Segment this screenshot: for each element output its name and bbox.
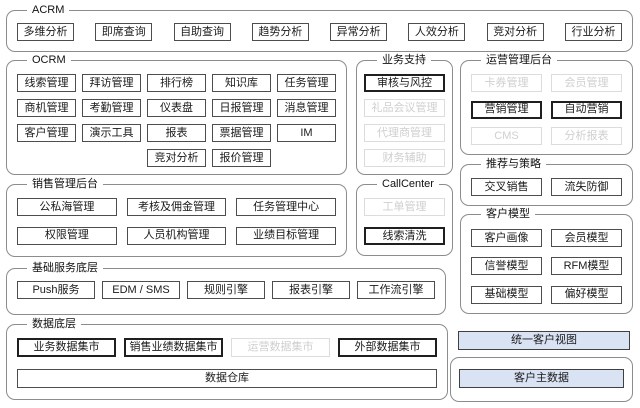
module-box-ocrm-16: 报价管理 — [212, 149, 271, 167]
module-box-data_layer-4: 数据仓库 — [17, 369, 437, 388]
module-box-ocrm-5: 商机管理 — [17, 99, 76, 117]
module-box-base_services-1: EDM / SMS — [102, 281, 180, 299]
module-box-recommend-1: 流失防御 — [551, 178, 622, 196]
module-box-ocrm-14: IM — [277, 124, 336, 142]
module-box-customer_model-2: 信誉模型 — [471, 257, 542, 276]
module-box-ocrm-10: 客户管理 — [17, 124, 76, 142]
group-operations-admin-items: 卡券管理会员管理营销管理自动营销 CMS 分析报表 — [461, 61, 632, 154]
module-box-recommend-0: 交叉销售 — [471, 178, 542, 196]
group-business-support-items: 审核与风控礼品会议管理代理商管理财务辅助 — [357, 61, 452, 174]
group-operations-admin-label: 运营管理后台 — [481, 53, 557, 68]
module-box-ocrm-9: 消息管理 — [277, 99, 336, 117]
module-box-acrm-4: 异常分析 — [330, 23, 388, 41]
module-box-ops_admin-3: 自动营销 — [551, 100, 622, 119]
module-box-ops_admin-5: 分析报表 — [551, 127, 622, 146]
module-box-data_layer-1: 销售业绩数据集市 — [124, 338, 223, 357]
module-box-biz_support-0: 审核与风控 — [364, 74, 445, 92]
module-box-biz_support-3: 财务辅助 — [364, 149, 445, 167]
group-ocrm-items: 线索管理拜访管理排行榜知识库任务管理商机管理考勤管理仪表盘日报管理消息管理客户管… — [7, 61, 346, 174]
module-box-sales_admin-3: 权限管理 — [17, 226, 117, 245]
module-box-ops_admin-0: 卡券管理 — [471, 74, 542, 92]
group-acrm-items: 多维分析 即席查询 自助查询 趋势分析 异常分析 人效分析 竞对分析 行业分析 — [7, 11, 632, 51]
module-box-acrm-6: 竞对分析 — [486, 23, 544, 41]
group-base-services: 基础服务底层 Push服务 EDM / SMS 规则引擎报表引擎工作流引擎 — [6, 261, 446, 315]
module-box-biz_support-2: 代理商管理 — [364, 124, 445, 142]
group-recommendation-strategy: 推荐与策略 交叉销售流失防御 — [460, 157, 633, 206]
group-ocrm-label: OCRM — [27, 53, 71, 68]
group-base-services-label: 基础服务底层 — [27, 261, 103, 276]
module-box-acrm-0: 多维分析 — [17, 23, 74, 41]
module-box-ocrm-15: 竞对分析 — [147, 149, 206, 167]
group-callcenter-label: CallCenter — [377, 177, 439, 192]
group-callcenter-items: 工单管理线索清洗 — [357, 185, 452, 255]
module-box-callcenter-1: 线索清洗 — [364, 227, 445, 245]
group-callcenter: CallCenter 工单管理线索清洗 — [356, 177, 453, 256]
module-box-ops_admin-4: CMS — [471, 127, 542, 146]
module-box-ocrm-1: 拜访管理 — [82, 74, 141, 92]
group-data-layer-label: 数据底层 — [27, 317, 81, 332]
module-box-callcenter-0: 工单管理 — [364, 198, 445, 216]
group-data-layer-items: 业务数据集市销售业绩数据集市运营数据集市外部数据集市数据仓库 — [7, 325, 447, 399]
module-box-data_layer-0: 业务数据集市 — [17, 338, 116, 357]
group-acrm-label: ACRM — [27, 3, 70, 18]
module-box-ocrm-3: 知识库 — [212, 74, 271, 92]
group-sales-admin: 销售管理后台 公私海管理考核及佣金管理任务管理中心权限管理人员机构管理业绩目标管… — [6, 177, 347, 257]
module-box-ocrm-7: 仪表盘 — [147, 99, 206, 117]
group-operations-admin: 运营管理后台 卡券管理会员管理营销管理自动营销 CMS 分析报表 — [460, 53, 633, 155]
module-box-sales_admin-5: 业绩目标管理 — [236, 226, 336, 245]
module-box-base_services-4: 工作流引擎 — [357, 281, 435, 299]
module-box-sales_admin-0: 公私海管理 — [17, 198, 117, 216]
group-ocrm: OCRM 线索管理拜访管理排行榜知识库任务管理商机管理考勤管理仪表盘日报管理消息… — [6, 53, 347, 175]
module-box-customer_model-3: RFM模型 — [551, 257, 622, 276]
module-box-data_layer-2: 运营数据集市 — [231, 338, 330, 357]
group-business-support-label: 业务支持 — [377, 53, 431, 68]
group-customer-model: 客户模型 客户画像会员模型信誉模型 RFM模型基础模型偏好模型 — [460, 207, 633, 314]
module-box-ops_admin-1: 会员管理 — [551, 74, 622, 92]
module-box-customer_model-5: 偏好模型 — [551, 285, 622, 304]
module-box-data_layer-3: 外部数据集市 — [338, 338, 437, 357]
module-box-acrm-5: 人效分析 — [408, 23, 466, 41]
module-box-ocrm-4: 任务管理 — [277, 74, 336, 92]
module-box-ocrm-11: 演示工具 — [82, 124, 141, 142]
module-box-ops_admin-2: 营销管理 — [471, 100, 542, 119]
group-data-layer: 数据底层 业务数据集市销售业绩数据集市运营数据集市外部数据集市数据仓库 — [6, 317, 448, 400]
unified-customer-view-box: 统一客户视图 — [458, 331, 630, 350]
module-box-acrm-3: 趋势分析 — [251, 23, 309, 41]
group-business-support: 业务支持 审核与风控礼品会议管理代理商管理财务辅助 — [356, 53, 453, 175]
module-box-base_services-2: 规则引擎 — [187, 281, 265, 299]
module-box-base_services-0: Push服务 — [17, 281, 95, 299]
group-recommendation-strategy-label: 推荐与策略 — [481, 157, 546, 172]
group-recommendation-strategy-items: 交叉销售流失防御 — [461, 165, 632, 205]
module-box-base_services-3: 报表引擎 — [272, 281, 350, 299]
customer-master-data-box: 客户主数据 — [459, 369, 624, 388]
module-box-ocrm-12: 报表 — [147, 124, 206, 142]
customer-master-data-container: 客户主数据 — [450, 357, 633, 402]
module-box-sales_admin-2: 任务管理中心 — [236, 198, 336, 216]
module-box-ocrm-6: 考勤管理 — [82, 99, 141, 117]
group-customer-model-label: 客户模型 — [481, 207, 535, 222]
module-box-ocrm-8: 日报管理 — [212, 99, 271, 117]
group-base-services-items: Push服务 EDM / SMS 规则引擎报表引擎工作流引擎 — [7, 269, 445, 314]
module-box-biz_support-1: 礼品会议管理 — [364, 99, 445, 117]
module-box-ocrm-2: 排行榜 — [147, 74, 206, 92]
module-box-acrm-2: 自助查询 — [173, 23, 231, 41]
module-box-ocrm-13: 票据管理 — [212, 124, 271, 142]
module-box-ocrm-0: 线索管理 — [17, 74, 76, 92]
module-box-acrm-1: 即席查询 — [95, 23, 153, 41]
group-acrm: ACRM 多维分析 即席查询 自助查询 趋势分析 异常分析 人效分析 竞对分析 行业分析 — [6, 3, 633, 52]
module-box-customer_model-0: 客户画像 — [471, 229, 542, 247]
module-box-sales_admin-4: 人员机构管理 — [126, 226, 227, 245]
group-sales-admin-items: 公私海管理考核及佣金管理任务管理中心权限管理人员机构管理业绩目标管理 — [7, 185, 346, 256]
module-box-customer_model-4: 基础模型 — [471, 285, 542, 304]
group-sales-admin-label: 销售管理后台 — [27, 177, 103, 192]
group-customer-model-items: 客户画像会员模型信誉模型 RFM模型基础模型偏好模型 — [461, 215, 632, 313]
module-box-customer_model-1: 会员模型 — [551, 229, 622, 247]
module-box-acrm-7: 行业分析 — [564, 23, 622, 41]
module-box-sales_admin-1: 考核及佣金管理 — [126, 198, 227, 216]
